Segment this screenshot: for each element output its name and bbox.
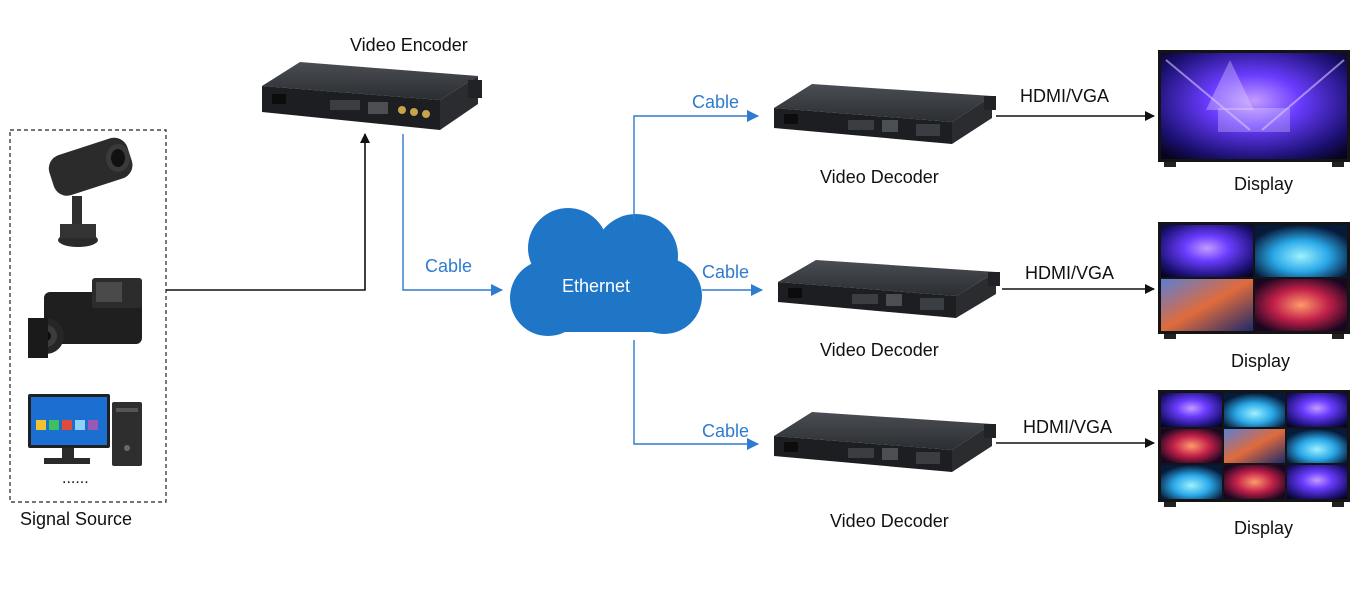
video-encoder-device <box>262 62 482 130</box>
cable-label-encoder: Cable <box>425 256 473 276</box>
cable-label-decoder-3: Cable <box>702 421 750 441</box>
output-label-1: HDMI/VGA <box>1020 86 1110 106</box>
cable-label-decoder-2: Cable <box>702 262 750 282</box>
desktop-computer-icon <box>28 394 142 466</box>
video-decoder-device-1 <box>774 84 996 144</box>
display-label-2: Display <box>1231 351 1291 371</box>
camcorder-icon <box>28 278 142 358</box>
signal-source-label: Signal Source <box>20 509 133 529</box>
output-label-2: HDMI/VGA <box>1025 263 1115 283</box>
ethernet-to-decoder-1-link <box>633 110 759 222</box>
source-to-encoder-link <box>166 133 370 291</box>
display-label-3: Display <box>1234 518 1294 538</box>
signal-source-more: ...... <box>62 470 89 487</box>
ethernet-to-decoder-3-link <box>633 340 759 450</box>
video-decoder-label-1: Video Decoder <box>820 167 939 187</box>
output-label-3: HDMI/VGA <box>1023 417 1113 437</box>
signal-source-group <box>9 129 167 503</box>
tv-display-icon-2 <box>1158 222 1350 339</box>
encoder-to-ethernet-link <box>402 134 503 296</box>
cloud-icon <box>510 208 702 336</box>
cable-label-decoder-1: Cable <box>692 92 740 112</box>
video-decoder-device-3 <box>774 412 996 472</box>
tv-display-icon-1 <box>1158 50 1350 167</box>
video-decoder-label-2: Video Decoder <box>820 340 939 360</box>
video-encoder-label: Video Encoder <box>350 35 468 55</box>
ethernet-label: Ethernet <box>562 276 631 296</box>
cctv-camera-icon <box>48 137 133 247</box>
video-decoder-device-2 <box>778 260 1000 318</box>
tv-display-icon-3 <box>1158 390 1350 507</box>
display-label-1: Display <box>1234 174 1294 194</box>
video-decoder-label-3: Video Decoder <box>830 511 949 531</box>
